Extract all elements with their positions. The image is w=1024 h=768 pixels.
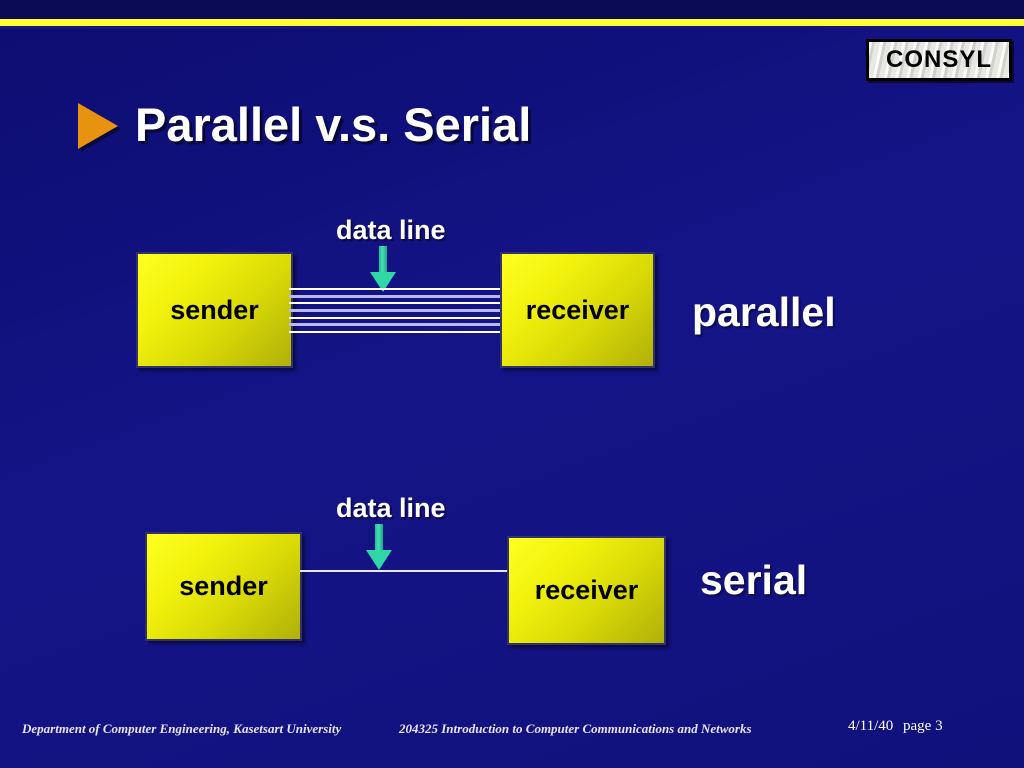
- footer-page-number: page 3: [903, 718, 943, 734]
- arrow-shaft: [375, 524, 383, 552]
- bus-wire: [289, 302, 501, 305]
- serial-wire: [300, 570, 510, 572]
- parallel-bus-wires: [289, 288, 501, 333]
- page-title: Parallel v.s. Serial: [78, 100, 531, 149]
- parallel-mode-label: parallel: [692, 289, 836, 335]
- bus-wire: [289, 316, 501, 319]
- parallel-sender-label: sender: [170, 294, 259, 325]
- parallel-receiver-box: receiver: [500, 252, 655, 368]
- serial-sender-box: sender: [145, 532, 302, 641]
- page-title-text: Parallel v.s. Serial: [135, 98, 532, 151]
- bus-wire: [289, 323, 501, 327]
- consyl-logo: CONSYL: [866, 39, 1012, 81]
- serial-mode-label: serial: [700, 557, 808, 603]
- consyl-logo-text: CONSYL: [885, 46, 992, 73]
- serial-receiver-box: receiver: [507, 536, 666, 645]
- serial-sender-label: sender: [179, 571, 268, 601]
- footer-date: 4/11/40: [848, 718, 894, 734]
- parallel-receiver-label: receiver: [525, 294, 630, 325]
- arrow-down-icon: [370, 246, 396, 292]
- header-band: [0, 0, 1024, 20]
- arrow-shaft: [379, 246, 387, 274]
- bus-wire: [289, 330, 501, 333]
- arrow-down-icon: [366, 524, 392, 570]
- footer-course: 204325 Introduction to Computer Communic…: [399, 721, 752, 736]
- bus-wire: [289, 294, 501, 298]
- triangle-right-icon: [78, 103, 118, 149]
- arrow-head: [370, 272, 396, 292]
- bus-wire: [289, 288, 501, 290]
- accent-bar-shadow: [0, 26, 1024, 29]
- serial-receiver-label: receiver: [534, 575, 639, 605]
- accent-bar: [0, 19, 1024, 26]
- parallel-sender-box: sender: [136, 252, 293, 368]
- arrow-head: [366, 550, 392, 570]
- parallel-data-line-caption: data line: [336, 215, 446, 245]
- footer-department: Department of Computer Engineering, Kase…: [22, 721, 342, 736]
- serial-data-line-caption: data line: [336, 493, 446, 523]
- bus-wire: [289, 308, 501, 312]
